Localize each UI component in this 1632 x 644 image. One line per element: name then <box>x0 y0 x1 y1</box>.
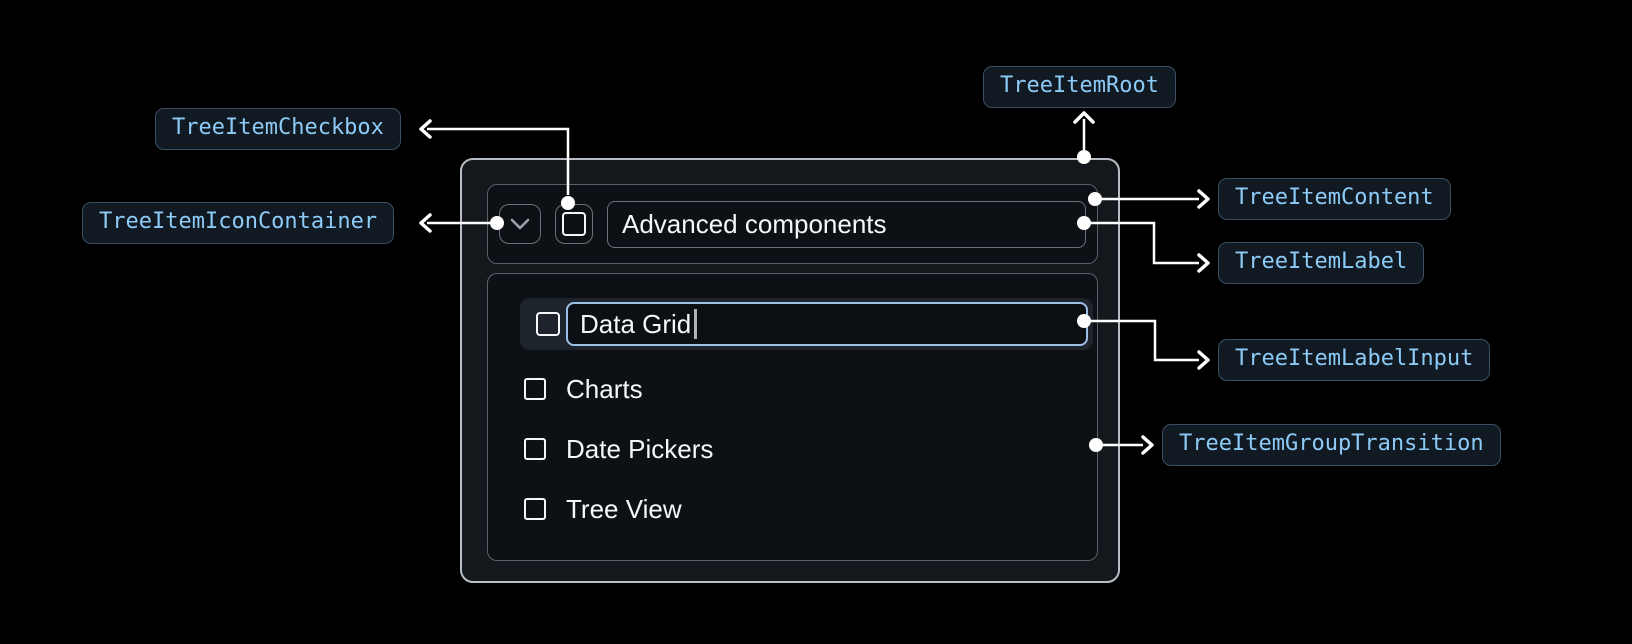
tree-item-root-box: Advanced components Data Grid Charts Dat… <box>460 158 1120 583</box>
checkbox-unchecked-icon[interactable] <box>562 212 586 236</box>
label-input-value: Data Grid <box>580 308 692 339</box>
badge-tree-item-checkbox: TreeItemCheckbox <box>155 108 401 150</box>
tree-item-row[interactable]: Date Pickers <box>524 427 713 471</box>
tree-item-checkbox-container[interactable] <box>555 204 593 244</box>
checkbox-unchecked-icon[interactable] <box>524 498 546 520</box>
chevron-down-icon <box>510 218 530 230</box>
tree-item-label-text: Tree View <box>566 493 682 524</box>
checkbox-unchecked-icon[interactable] <box>524 378 546 400</box>
badge-tree-item-root: TreeItemRoot <box>983 66 1176 108</box>
badge-tree-item-icon-container: TreeItemIconContainer <box>82 202 395 244</box>
tree-item-label-text: Charts <box>566 373 643 404</box>
tree-item-label[interactable]: Advanced components <box>607 200 1086 248</box>
tree-item-content-box[interactable]: Advanced components <box>487 184 1098 264</box>
tree-item-row[interactable]: Charts <box>524 367 643 411</box>
tree-item-row-editing[interactable]: Data Grid <box>520 298 1093 350</box>
badge-tree-item-label-input: TreeItemLabelInput <box>1218 339 1491 381</box>
tree-item-label-text: Advanced components <box>622 208 887 239</box>
checkbox-unchecked-icon[interactable] <box>524 438 546 460</box>
tree-item-icon-container[interactable] <box>499 204 541 244</box>
checkbox-unchecked-icon[interactable] <box>536 312 560 336</box>
badge-tree-item-label: TreeItemLabel <box>1218 242 1425 284</box>
badge-tree-item-group-transition: TreeItemGroupTransition <box>1162 424 1501 466</box>
badge-tree-item-content: TreeItemContent <box>1218 178 1451 220</box>
tree-item-group-transition-box: Data Grid Charts Date Pickers Tree View <box>487 273 1098 561</box>
connector-tree-item-root <box>1073 111 1095 164</box>
tree-item-row[interactable]: Tree View <box>524 487 682 531</box>
tree-item-label-input[interactable]: Data Grid <box>566 302 1088 346</box>
text-cursor <box>694 309 698 339</box>
tree-item-label-text: Date Pickers <box>566 433 714 464</box>
